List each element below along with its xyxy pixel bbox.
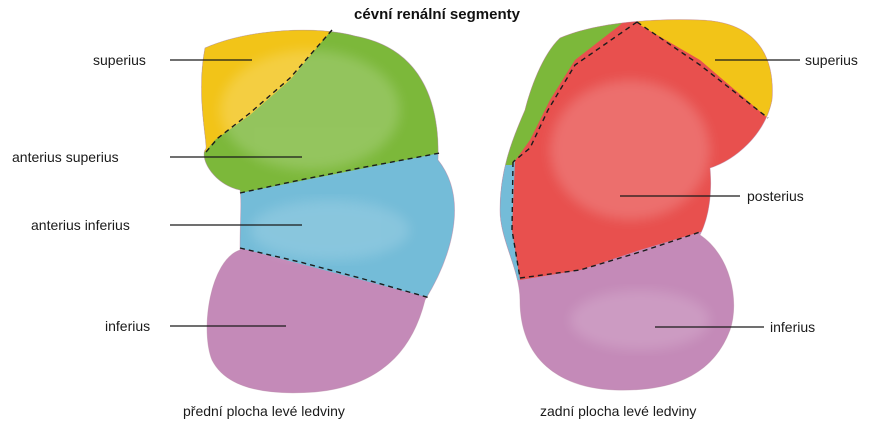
caption-left: přední plocha levé ledviny xyxy=(183,403,345,419)
label-posterius: posterius xyxy=(747,188,804,204)
label-inferius-right: inferius xyxy=(770,319,815,335)
label-inferius-left: inferius xyxy=(105,318,150,334)
label-superius-right: superius xyxy=(805,52,858,68)
caption-right: zadní plocha levé ledviny xyxy=(540,403,696,419)
left-kidney xyxy=(180,20,460,420)
label-superius-left: superius xyxy=(93,52,146,68)
right-kidney xyxy=(490,10,790,410)
diagram-title: cévní renální segmenty xyxy=(0,6,874,23)
label-anterius-inferius: anterius inferius xyxy=(31,217,130,233)
label-anterius-superius: anterius superius xyxy=(12,149,119,165)
